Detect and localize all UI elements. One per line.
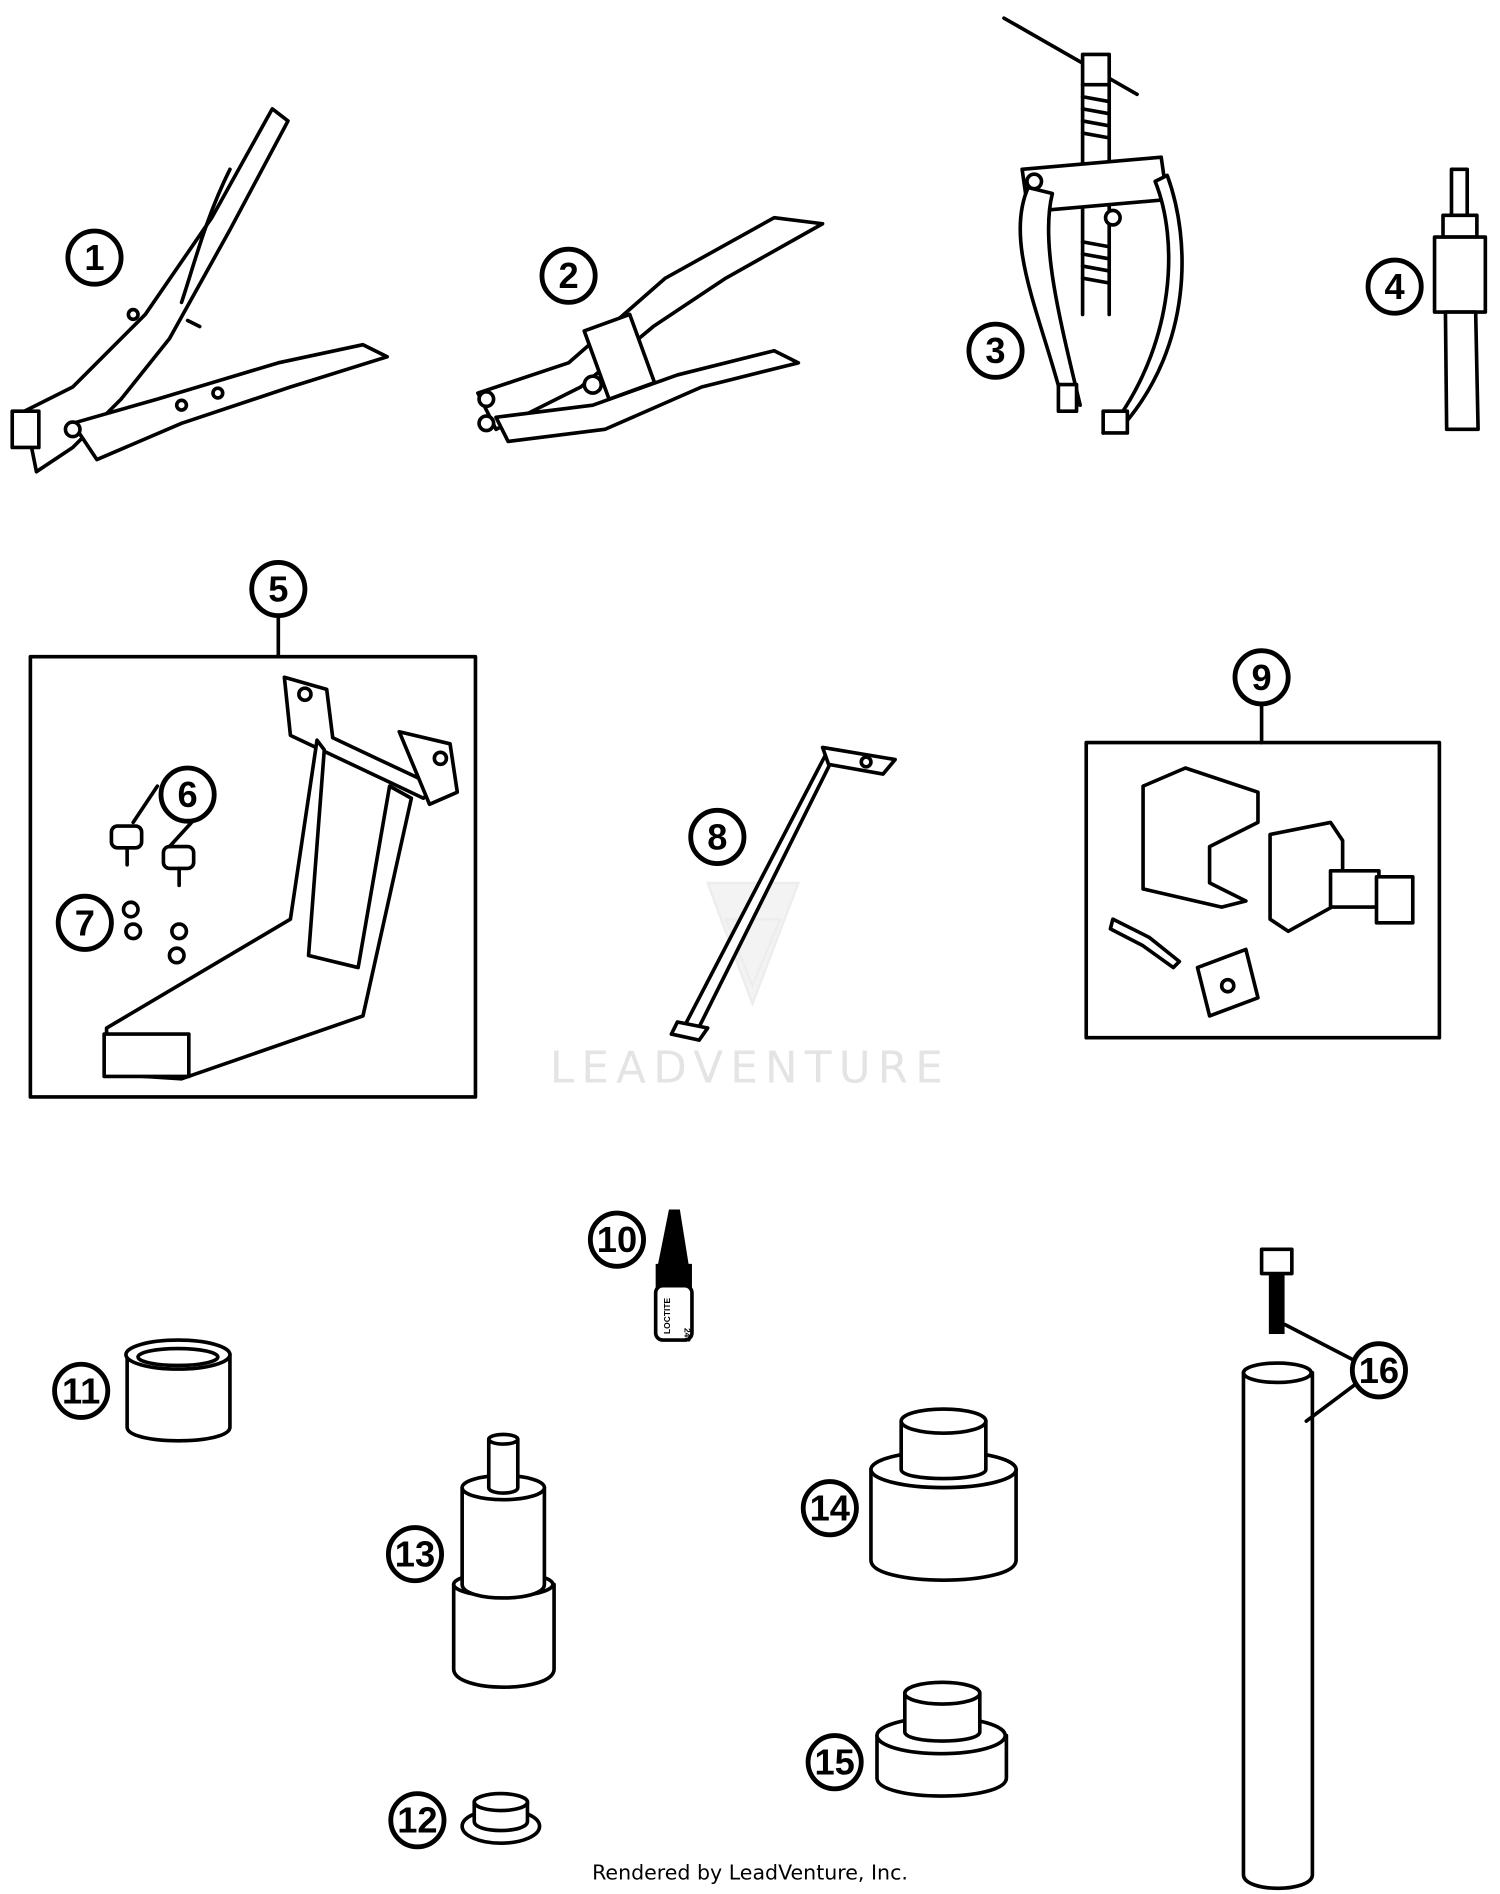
bottle-label: LOCTITE (662, 1298, 672, 1335)
callout-4[interactable]: 4 (1365, 257, 1424, 316)
callout-1[interactable]: 1 (65, 228, 124, 287)
svg-text:8: 8 (707, 816, 727, 857)
callout-14[interactable]: 14 (800, 1479, 859, 1538)
svg-text:16: 16 (1359, 1350, 1399, 1391)
callout-2[interactable]: 2 (539, 246, 598, 305)
callout-9[interactable]: 9 (1232, 648, 1291, 707)
part-7-nuts (121, 900, 189, 965)
part-5-engine-stand (102, 675, 460, 1081)
svg-text:6: 6 (178, 774, 198, 815)
callout-7[interactable]: 7 (55, 893, 114, 952)
svg-text:11: 11 (62, 1370, 100, 1411)
svg-text:10: 10 (597, 1219, 637, 1260)
svg-text:5: 5 (268, 569, 288, 610)
callout-5[interactable]: 5 (249, 559, 308, 619)
leader-lines (131, 615, 1264, 849)
callout-3[interactable]: 3 (966, 321, 1025, 380)
svg-text:9: 9 (1252, 657, 1272, 698)
svg-text:7: 7 (75, 902, 95, 943)
callout-10[interactable]: 10 (587, 1210, 646, 1269)
svg-text:2: 2 (558, 255, 578, 296)
callout-13[interactable]: 13 (385, 1525, 445, 1584)
part-1-hose-clamp-pliers (10, 107, 389, 474)
callout-6[interactable]: 6 (158, 765, 217, 824)
svg-text:13: 13 (395, 1534, 435, 1575)
footer-credit: Rendered by LeadVenture, Inc. (592, 1860, 908, 1884)
svg-text:4: 4 (1385, 266, 1405, 307)
callout-12[interactable]: 12 (388, 1791, 447, 1850)
watermark-text: LEADVENTURE (550, 1043, 950, 1093)
part-15-press-sleeve (875, 1680, 1009, 1798)
part-9-chain-tool (1108, 766, 1415, 1018)
svg-text:15: 15 (814, 1742, 854, 1783)
part-11-ring (124, 1338, 232, 1443)
part-16-press-mandrel (1241, 1247, 1357, 1890)
svg-text:1: 1 (84, 237, 104, 278)
svg-text:12: 12 (397, 1800, 437, 1841)
callout-15[interactable]: 15 (805, 1733, 864, 1792)
part-4-extractor (1432, 167, 1488, 432)
svg-text:3: 3 (985, 330, 1005, 371)
part-12-bushing (460, 1791, 542, 1846)
part-2-clamp-pliers (476, 215, 825, 444)
part-13-press-tool (451, 1432, 556, 1689)
part-3-gear-puller (1002, 16, 1184, 435)
part-14-press-sleeve (869, 1407, 1018, 1582)
bottle-number: 243 (683, 1328, 693, 1342)
callout-8[interactable]: 8 (688, 807, 747, 866)
part-8-holding-wrench (669, 745, 897, 1042)
part-10-loctite-bottle: LOCTITE 243 (653, 1209, 694, 1342)
svg-text:14: 14 (810, 1488, 850, 1529)
callout-16[interactable]: 16 (1349, 1341, 1408, 1400)
callout-11[interactable]: 11 (52, 1361, 111, 1420)
part-6-screws (109, 824, 196, 888)
